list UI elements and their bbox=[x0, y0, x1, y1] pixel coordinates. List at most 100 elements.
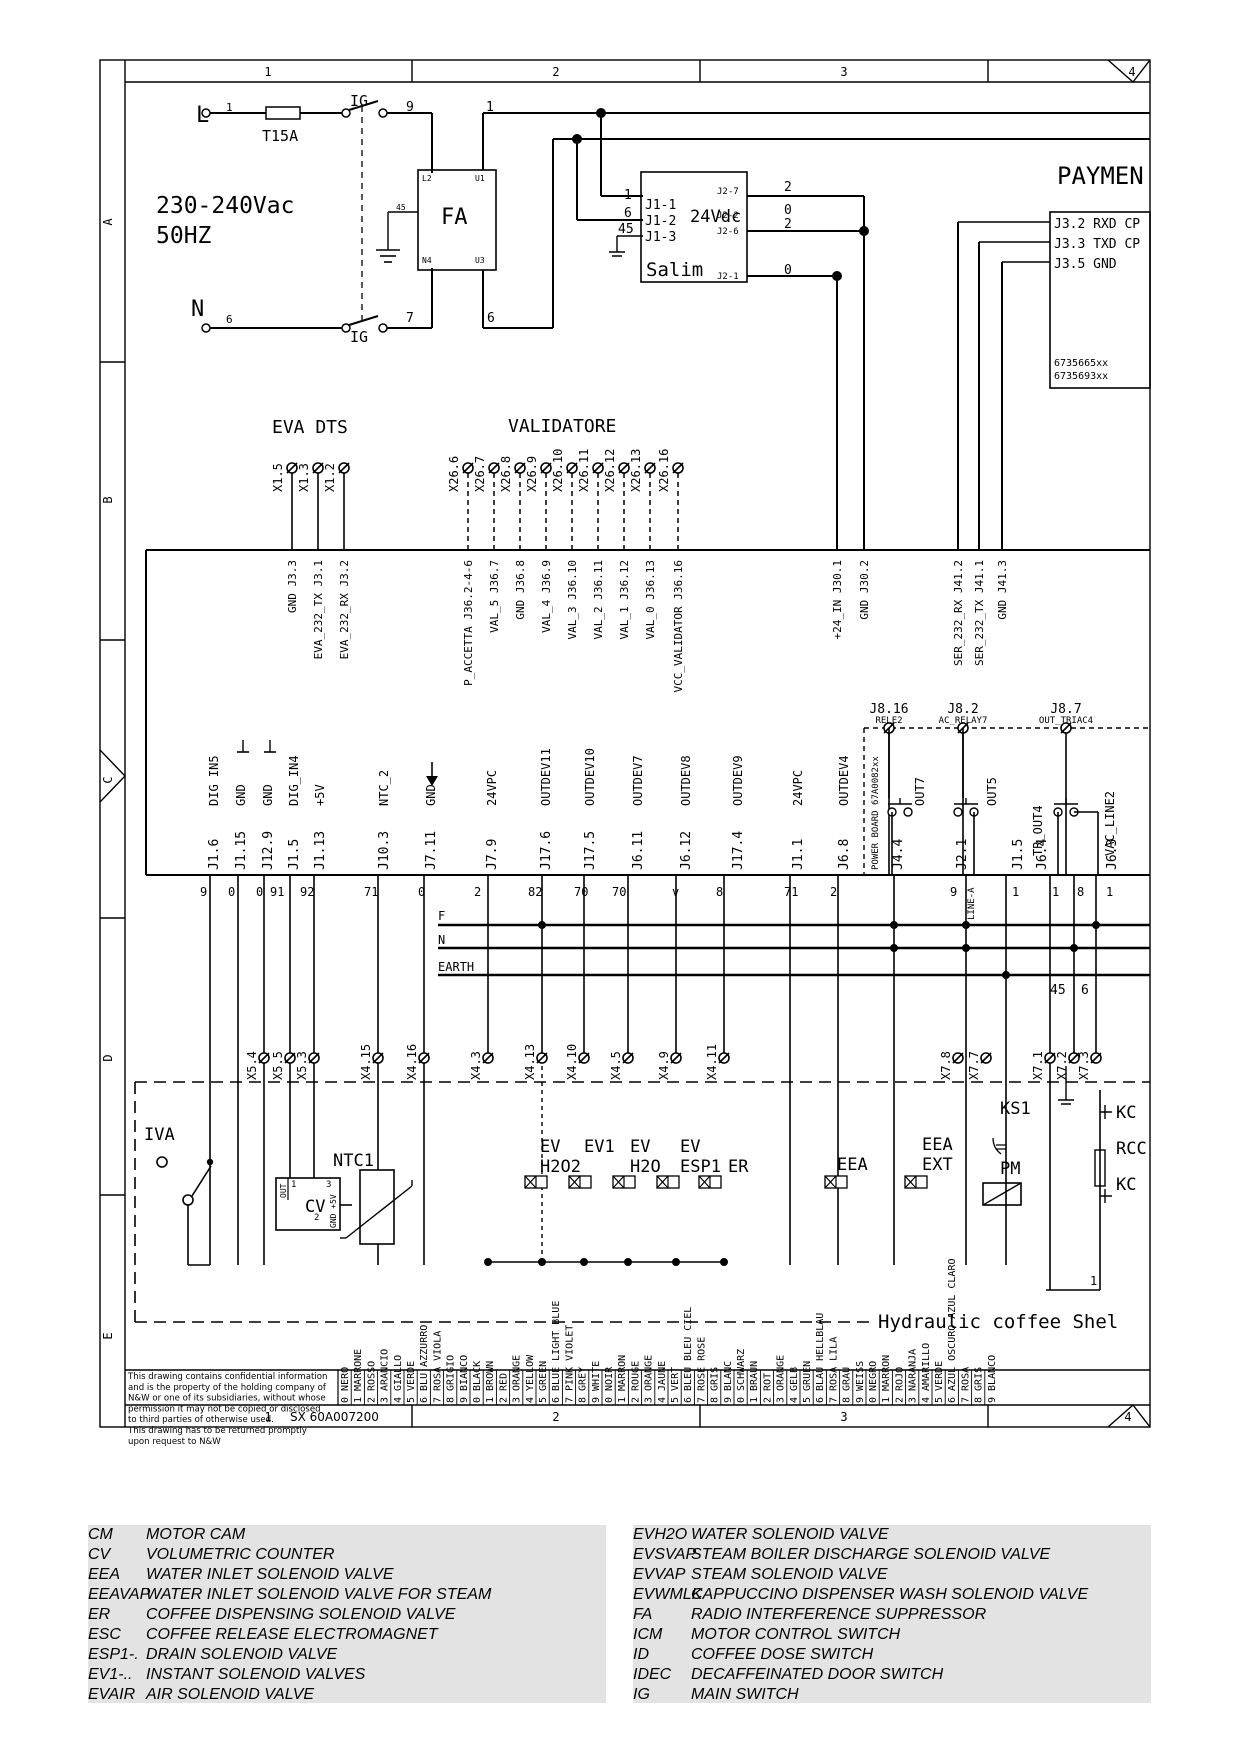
board-pin-label: VAL_2 J36.11 bbox=[592, 560, 605, 639]
color-code-entry: 0 NOIR bbox=[604, 1366, 615, 1403]
wire-number: 45 bbox=[618, 222, 634, 237]
connector-pin-label: J10.3 bbox=[377, 831, 392, 870]
payment-line: J3.3 TXD CP bbox=[1054, 237, 1140, 252]
validatore-pin-label: X26.6 bbox=[447, 456, 461, 492]
board-pin-label: GND J36.8 bbox=[514, 560, 527, 620]
wire-number: 6 bbox=[487, 311, 495, 326]
color-code-entry: 3 ORANGE bbox=[776, 1355, 787, 1403]
color-code-entry: 5 GREEN bbox=[538, 1361, 549, 1403]
board-pin-label: VAL_4 J36.9 bbox=[540, 560, 553, 633]
board-pin-label: SER_232_RX J41.2 bbox=[952, 560, 965, 666]
validatore-pin-label: X26.16 bbox=[657, 449, 671, 492]
color-code-entry: 9 BLANC bbox=[723, 1361, 734, 1403]
kc-label: KC bbox=[1116, 1175, 1136, 1195]
psu-pin: J1-2 bbox=[645, 214, 676, 229]
wire-number: 0 bbox=[784, 203, 792, 218]
connector-pin-label: J1.13 bbox=[313, 831, 328, 870]
relay-headers: J8.16RELE2J8.2AC_RELAY7J8.7OUT_TRIAC4POW… bbox=[869, 702, 1093, 870]
connector-pin-label: J4.4 bbox=[891, 839, 906, 870]
terminal-icon bbox=[622, 1052, 634, 1064]
relay-out-label: OUT5 bbox=[985, 777, 999, 806]
color-code-entry: 5 GRUEN bbox=[802, 1361, 813, 1403]
wire-number: 6 bbox=[1081, 983, 1089, 998]
cv-pin: 3 bbox=[326, 1180, 331, 1190]
power-input bbox=[201, 100, 1151, 550]
legend-description: WATER INLET SOLENOID VALVE bbox=[146, 1566, 394, 1583]
legend-code: IG bbox=[633, 1686, 650, 1703]
terminal-icon bbox=[718, 1052, 730, 1064]
color-code-entry: 0 SCHWARZ bbox=[736, 1349, 747, 1403]
legend-code: ER bbox=[88, 1606, 111, 1623]
terminal-icon bbox=[536, 1052, 548, 1064]
legend-description: WATER SOLENOID VALVE bbox=[691, 1526, 889, 1543]
validatore-title: VALIDATORE bbox=[508, 416, 616, 437]
contact-icon bbox=[953, 807, 963, 817]
legend-description: COFFEE RELEASE ELECTROMAGNET bbox=[146, 1626, 438, 1643]
wire-number: 7 bbox=[406, 311, 414, 326]
board-pin-label: +24_IN J30.1 bbox=[831, 560, 844, 639]
connector-pin-label: J6.3 bbox=[1105, 839, 1120, 870]
wire-number: 70 bbox=[612, 885, 626, 899]
confidential-notice: This drawing has to be returned promptly bbox=[127, 1426, 307, 1436]
psu-pin: J2-6 bbox=[717, 227, 739, 237]
confidential-notice: N&W or one of its subsidiaries, without … bbox=[128, 1394, 326, 1404]
grid-column-label: 3 bbox=[840, 65, 847, 79]
wire-number: 1 bbox=[1090, 1274, 1097, 1288]
terminal-label: X4.16 bbox=[405, 1044, 419, 1080]
terminal-icon bbox=[482, 1052, 494, 1064]
solenoid-coil-icon bbox=[698, 1175, 722, 1189]
junction-dot bbox=[1001, 970, 1010, 979]
ev1-label: EV1 bbox=[584, 1137, 615, 1157]
signal-label: 24VPC bbox=[485, 770, 499, 806]
bus-n: N bbox=[438, 933, 445, 947]
terminal-label: X5.4 bbox=[245, 1051, 259, 1080]
payment-title: PAYMEN bbox=[1057, 162, 1144, 190]
legend-description: COFFEE DOSE SWITCH bbox=[691, 1646, 874, 1663]
cv-pin: GND +5V bbox=[329, 1194, 338, 1228]
legend-description: COFFEE DISPENSING SOLENOID VALVE bbox=[146, 1606, 456, 1623]
wire-number: 0 bbox=[256, 885, 263, 899]
legend-code: EVVAP bbox=[633, 1566, 686, 1583]
pm-label: PM bbox=[1000, 1159, 1020, 1179]
solenoid-coil-icon bbox=[568, 1175, 592, 1189]
color-code-entry: 0 BLACK bbox=[472, 1361, 483, 1403]
eva-pin-label: X1.3 bbox=[297, 463, 311, 492]
color-code-entry: 4 JAUNE bbox=[657, 1361, 668, 1403]
wire-number: 6 bbox=[624, 206, 632, 221]
wire-number: 9 bbox=[200, 885, 207, 899]
legend-row: EVWMLKCAPPUCCINO DISPENSER WASH SOLENOID… bbox=[633, 1585, 1151, 1605]
wire-number: 9 bbox=[950, 885, 957, 899]
legend-description: MOTOR CONTROL SWITCH bbox=[691, 1626, 901, 1643]
filter-pin: L2 bbox=[422, 174, 432, 183]
wire-number: 70 bbox=[574, 885, 588, 899]
board-pin-label: SER_232_TX J41.1 bbox=[973, 560, 986, 666]
solenoid-coil-icon bbox=[824, 1175, 848, 1189]
wire-number: 92 bbox=[300, 885, 314, 899]
legend-code: EVWMLK bbox=[633, 1586, 703, 1603]
terminal-icon bbox=[1044, 1052, 1056, 1064]
relay-out-label: TR_OUT4 bbox=[1031, 805, 1045, 856]
psu-name: Salim bbox=[646, 259, 703, 281]
ks1-label: KS1 bbox=[1000, 1099, 1031, 1119]
relay-out-label: VAC_LINE2 bbox=[1103, 791, 1117, 856]
connector-pin-label: J1.15 bbox=[234, 831, 249, 870]
wire-number: 2 bbox=[474, 885, 481, 899]
color-code-entry: 9 WEISS bbox=[855, 1361, 866, 1403]
legend-description: VOLUMETRIC COUNTER bbox=[146, 1546, 335, 1563]
grid-row-label: D bbox=[101, 1054, 115, 1061]
legend-description: CAPPUCCINO DISPENSER WASH SOLENOID VALVE bbox=[691, 1586, 1089, 1603]
terminal-icon bbox=[1090, 1052, 1102, 1064]
ev-h2o-label: EV bbox=[630, 1137, 650, 1157]
junction-dot bbox=[206, 1158, 214, 1166]
drawing-frame bbox=[99, 59, 1151, 1428]
junction-dot bbox=[483, 1258, 492, 1267]
terminal-icon bbox=[672, 462, 684, 474]
